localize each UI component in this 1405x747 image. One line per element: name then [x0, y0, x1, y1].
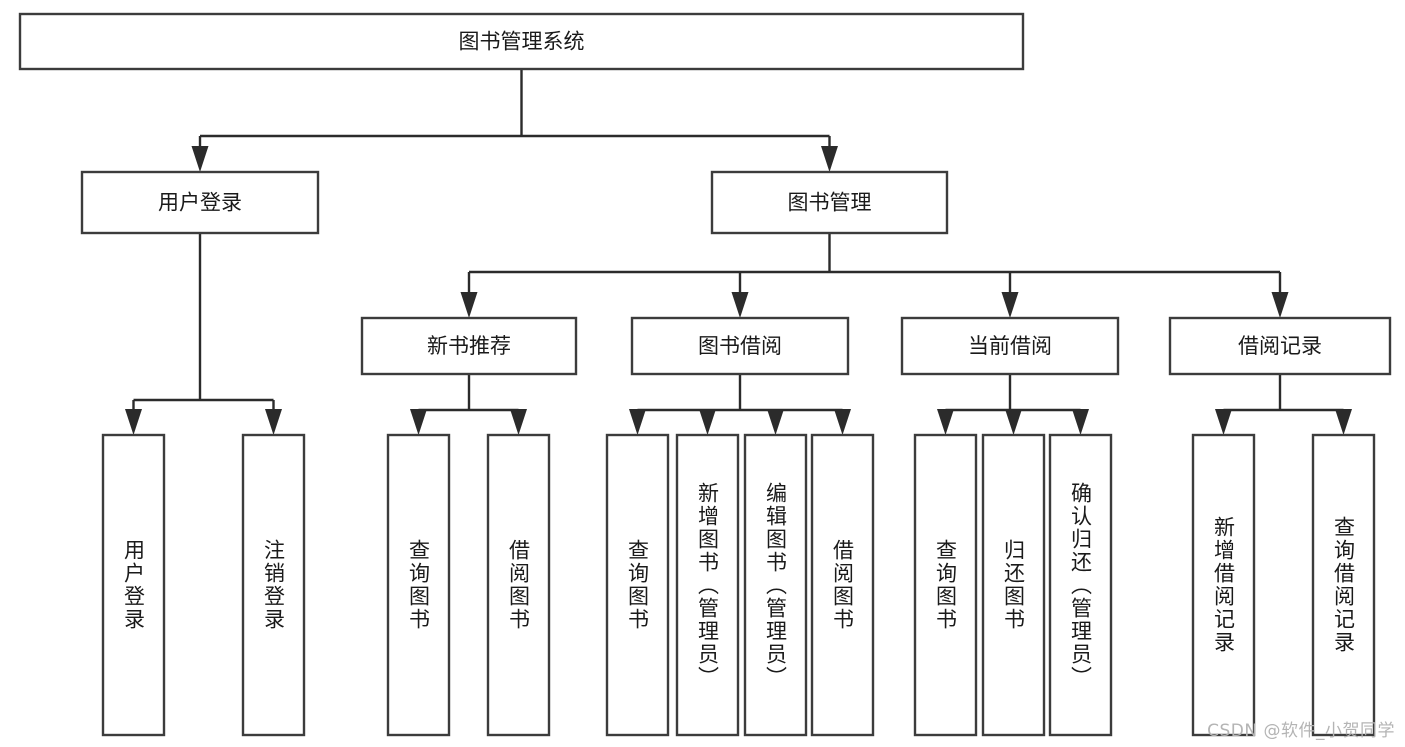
node-borrow-record[interactable] — [1168, 316, 1392, 376]
node-new-book-rec-label: 新书推荐 — [427, 334, 511, 358]
node-book-manage[interactable] — [710, 170, 949, 235]
node-leaf-rec-query-book[interactable] — [386, 433, 451, 737]
node-leaf-cur-return-book[interactable] — [981, 433, 1046, 737]
node-book-borrow-label: 图书借阅 — [698, 334, 782, 358]
node-root-system[interactable] — [18, 12, 1025, 71]
node-book-borrow[interactable] — [630, 316, 850, 376]
node-leaf-rec-add-record[interactable] — [1191, 433, 1256, 737]
node-leaf-borrow-edit-book[interactable] — [743, 433, 808, 737]
node-user-login[interactable] — [80, 170, 320, 235]
node-leaf-cur-confirm-return[interactable] — [1048, 433, 1113, 737]
node-leaf-borrow-borrow-book[interactable] — [810, 433, 875, 737]
node-leaf-borrow-add-book[interactable] — [675, 433, 740, 737]
node-borrow-record-label: 借阅记录 — [1238, 334, 1322, 358]
node-root-label: 图书管理系统 — [459, 30, 585, 54]
watermark-text: CSDN @软件_小贺同学 — [1207, 721, 1395, 741]
node-new-book-rec[interactable] — [360, 316, 578, 376]
node-leaf-user-login[interactable] — [101, 433, 166, 737]
node-leaf-rec-query-record[interactable] — [1311, 433, 1376, 737]
node-book-manage-label: 图书管理 — [788, 191, 872, 215]
node-leaf-borrow-query-book[interactable] — [605, 433, 670, 737]
node-current-borrow-label: 当前借阅 — [968, 334, 1052, 358]
node-leaf-user-logout[interactable] — [241, 433, 306, 737]
node-leaf-cur-query-book[interactable] — [913, 433, 978, 737]
node-layer — [18, 12, 1392, 737]
node-leaf-rec-borrow-book[interactable] — [486, 433, 551, 737]
node-current-borrow[interactable] — [900, 316, 1120, 376]
node-user-login-label: 用户登录 — [158, 191, 242, 215]
connector-layer — [125, 69, 1352, 435]
